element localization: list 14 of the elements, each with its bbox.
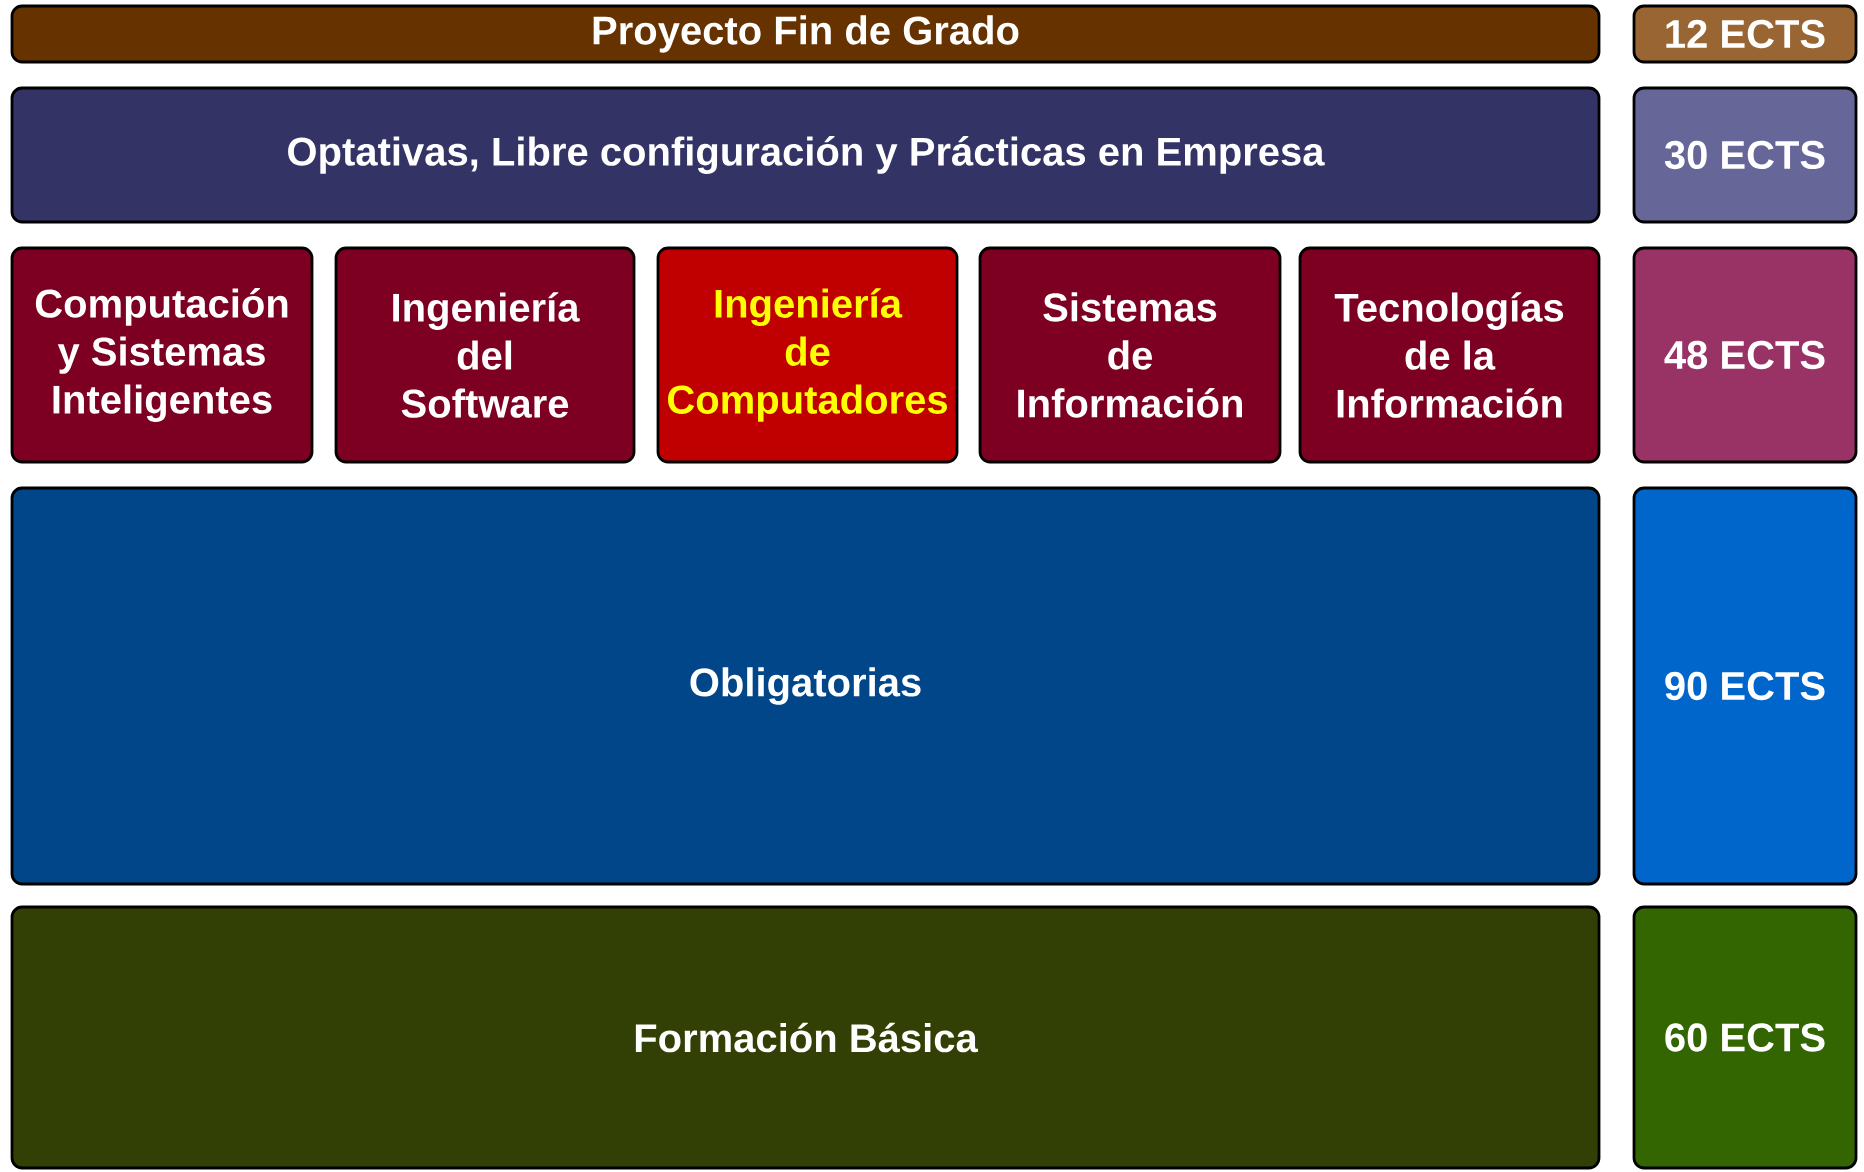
specialty-box: Ingeniería del Software (334, 246, 636, 464)
credits-box: 90 ECTS (1632, 486, 1858, 886)
credits-box: 48 ECTS (1632, 246, 1858, 464)
credits-box: 30 ECTS (1632, 86, 1858, 224)
module-box: Obligatorias (10, 486, 1601, 886)
module-box: Proyecto Fin de Grado (10, 4, 1601, 64)
module-box: Formación Básica (10, 905, 1601, 1170)
specialty-box: Tecnologías de la Información (1298, 246, 1601, 464)
credits-box: 12 ECTS (1632, 4, 1858, 64)
specialty-box: Ingeniería de Computadores (656, 246, 959, 464)
credits-box: 60 ECTS (1632, 905, 1858, 1170)
specialty-box: Computación y Sistemas Inteligentes (10, 246, 314, 464)
module-box: Optativas, Libre configuración y Prácticas en Empresa (10, 86, 1601, 224)
specialty-box: Sistemas de Información (978, 246, 1282, 464)
